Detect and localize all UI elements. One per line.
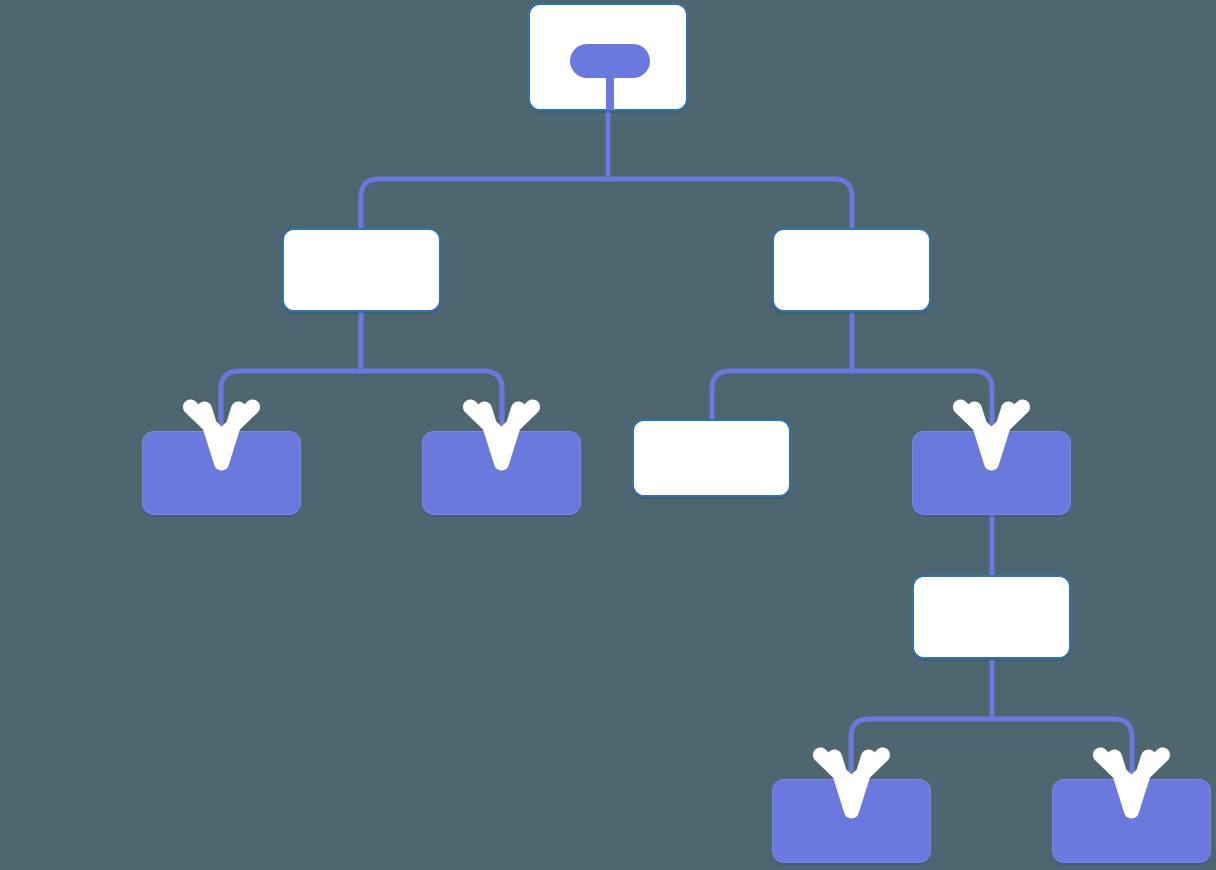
tree-node-level4[interactable] [912, 575, 1071, 659]
tree-node-level5-a[interactable] [772, 779, 931, 863]
tree-node-level2-right[interactable] [772, 228, 931, 312]
tree-node-level2-left[interactable] [282, 228, 441, 312]
badge-stem [606, 61, 614, 110]
collapsed-badge-icon[interactable] [570, 44, 650, 78]
tree-node-level3-c[interactable] [632, 419, 791, 497]
tree-node-level3-a[interactable] [142, 431, 301, 515]
tree-node-level3-b[interactable] [422, 431, 581, 515]
tree-node-level5-b[interactable] [1052, 779, 1211, 863]
tree-node-level3-d[interactable] [912, 431, 1071, 515]
tree-node-root[interactable] [528, 3, 688, 111]
